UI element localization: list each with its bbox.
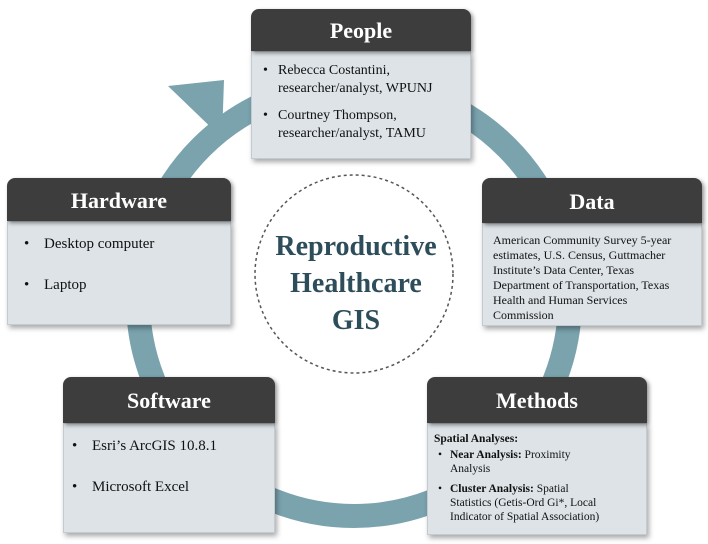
center-title-line-2: Healthcare (290, 268, 422, 299)
hardware-item: • Laptop (24, 276, 224, 294)
people-header: People (251, 9, 471, 51)
methods-item-text: Spatial (533, 483, 569, 495)
bullet-icon: • (263, 63, 268, 78)
bullet-icon: • (72, 479, 78, 495)
data-text-line: Health and Human Services (493, 293, 628, 307)
software-item: • Esri’s ArcGIS 10.8.1 (72, 437, 268, 455)
methods-item-label: Cluster Analysis: (450, 483, 534, 495)
bullet-icon: • (72, 438, 78, 454)
data-text-line: Institute’s Data Center, Texas (493, 263, 635, 277)
bullet-icon: • (24, 236, 30, 252)
people-item-name: Courtney Thompson, (278, 108, 397, 123)
hardware-body: • Desktop computer • Laptop (7, 221, 231, 325)
methods-card: Methods Spatial Analyses: • Near Analysi… (427, 377, 647, 535)
people-item: • Rebecca Costantini, researcher/analyst… (263, 62, 464, 98)
bullet-icon: • (263, 108, 268, 123)
cycle-arrowhead-icon (168, 80, 224, 138)
methods-header: Methods (427, 377, 647, 423)
people-item-role: researcher/analyst, WPUNJ (278, 81, 433, 96)
hardware-header: Hardware (7, 178, 231, 221)
methods-body: Spatial Analyses: • Near Analysis: Proxi… (427, 423, 647, 535)
people-item: • Courtney Thompson, researcher/analyst,… (263, 107, 464, 143)
methods-item: • Cluster Analysis: Spatial Statistics (… (438, 482, 640, 524)
people-body: • Rebecca Costantini, researcher/analyst… (251, 51, 471, 159)
software-item-label: Esri’s ArcGIS 10.8.1 (92, 438, 217, 454)
software-header: Software (63, 377, 275, 423)
methods-item-text: Analysis (450, 463, 491, 475)
methods-item-text: Indicator of Spatial Association) (450, 511, 600, 523)
data-text-line: Department of Transportation, Texas (493, 278, 670, 292)
data-header: Data (482, 178, 702, 223)
center-circle (254, 174, 454, 374)
data-card: Data American Community Survey 5-year es… (482, 178, 702, 326)
people-item-role: researcher/analyst, TAMU (278, 126, 426, 141)
methods-item-label: Near Analysis: (450, 449, 522, 461)
data-text-line: estimates, U.S. Census, Guttmacher (493, 248, 666, 262)
center-title-line-1: Reproductive (275, 231, 437, 262)
center-title-line-3: GIS (331, 305, 381, 336)
methods-item-text: Proximity (521, 449, 571, 461)
bullet-icon: • (438, 449, 443, 461)
software-item-label: Microsoft Excel (92, 479, 190, 495)
center-title: Reproductive Healthcare GIS (262, 228, 450, 339)
data-text-line: Commission (493, 308, 554, 322)
data-body: American Community Survey 5-year estimat… (482, 223, 702, 326)
data-text-line: American Community Survey 5-year (493, 233, 672, 247)
software-body: • Esri’s ArcGIS 10.8.1 • Microsoft Excel (63, 423, 275, 533)
people-item-name: Rebecca Costantini, (278, 63, 390, 78)
people-card: People • Rebecca Costantini, researcher/… (251, 9, 471, 159)
methods-item: • Near Analysis: Proximity Analysis (438, 448, 640, 476)
software-card: Software • Esri’s ArcGIS 10.8.1 • Micros… (63, 377, 275, 533)
bullet-icon: • (438, 483, 443, 495)
software-item: • Microsoft Excel (72, 478, 268, 496)
hardware-item: • Desktop computer (24, 235, 224, 253)
methods-item-text: Statistics (Getis-Ord Gi*, Local (450, 497, 597, 509)
bullet-icon: • (24, 277, 30, 293)
hardware-card: Hardware • Desktop computer • Laptop (7, 178, 231, 325)
methods-subheading: Spatial Analyses: (434, 433, 519, 445)
hardware-item-label: Laptop (44, 277, 87, 293)
hardware-item-label: Desktop computer (44, 236, 155, 252)
